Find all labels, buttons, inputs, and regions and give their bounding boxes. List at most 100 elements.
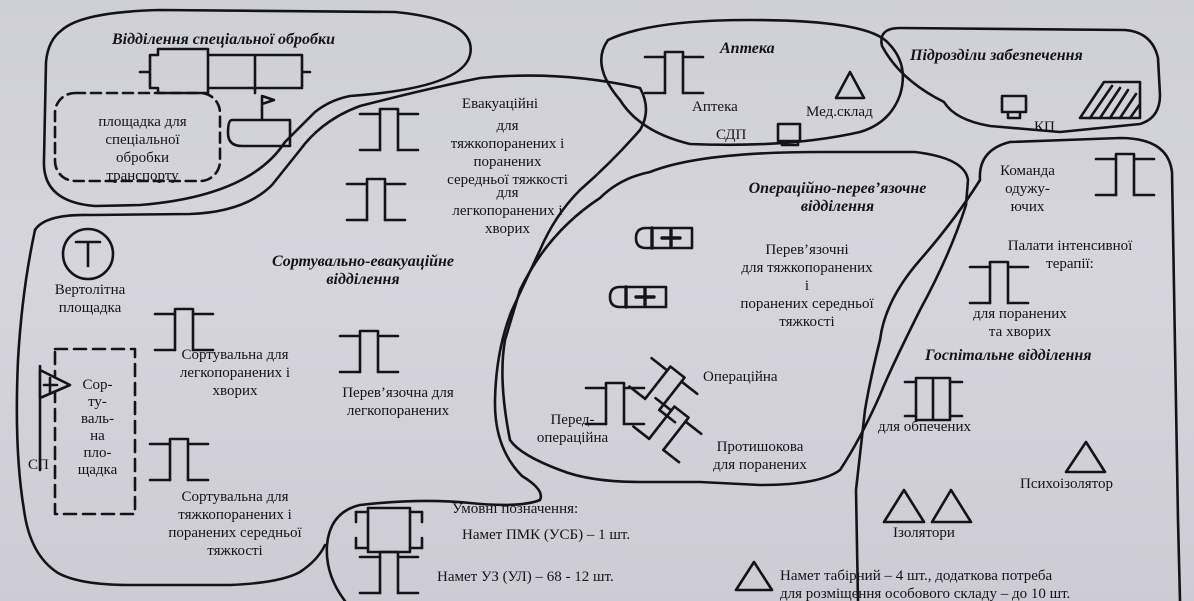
evac-light-line: легкопоранених і (452, 203, 563, 219)
zone-sorting-left-boundary (15, 228, 327, 587)
support-title: Підрозділи забезпечення (910, 47, 1083, 64)
legend-camp-triangle-icon (734, 560, 774, 592)
sorting-area-label: Сор- ту- валь- на пло- щадка (75, 377, 120, 479)
sorting-title: Сортувально-евакуаційне відділення (238, 253, 488, 289)
sort-light-line: Сортувальна для (181, 347, 289, 363)
dressing-line: для тяжкопоранених (741, 260, 873, 276)
sorting-area-line: Сор- (82, 377, 113, 393)
legend-uz-tent-icon (358, 550, 420, 595)
area-line: площадка для (98, 114, 187, 130)
special-treatment-tent-double (138, 47, 312, 95)
hospital-title: Госпітальне відділення (925, 347, 1092, 364)
evac-light-label: для легкопоранених і хворих (425, 184, 590, 238)
sort-light-line: хворих (212, 383, 258, 399)
evac-title: Евакуаційні (461, 96, 539, 112)
helipad-t-mark (74, 240, 102, 268)
psych-label: Психоізолятор (1020, 476, 1113, 492)
pharmacy-tent-icon (643, 50, 705, 95)
helipad-icon (61, 227, 115, 281)
sort-light-label: Сортувальна для легкопоранених і хворих (160, 346, 310, 400)
team-label: Команда одужу- ючих (985, 162, 1070, 216)
evac-heavy-line: поранених (473, 154, 542, 170)
kp-label: КП (1034, 119, 1055, 135)
helipad-line: площадка (58, 300, 122, 316)
area-line: спеціальної (105, 132, 180, 148)
dressing-light-line: Перев’язочна для (342, 385, 454, 401)
area-line: обробки (115, 150, 170, 166)
evac-heavy-line: тяжкопоранених і (450, 136, 565, 152)
medstore-triangle-icon (834, 70, 866, 100)
sort-light-line: легкопоранених і (179, 365, 291, 381)
antishock-label: Протишокова для поранених (690, 438, 830, 474)
burns-label: для обпечених (878, 419, 971, 435)
sorting-area-line: щадка (77, 462, 118, 478)
helipad-line: Вертолітна (54, 282, 126, 298)
preop-line: Перед- (550, 412, 595, 428)
legend-item-camp-2: для розміщення особового складу – до 10 … (780, 586, 1071, 601)
surgery-label: Операційна (703, 369, 778, 385)
legend-item-uz: Намет УЗ (УЛ) – 68 - 12 шт. (437, 569, 614, 585)
isolators-label: Ізолятори (893, 525, 955, 541)
kp-vehicle-icon (1000, 94, 1028, 120)
preop-line: операційна (536, 430, 609, 446)
sp-label: СП (28, 457, 49, 473)
icu-line: терапії: (1046, 256, 1094, 272)
dressing-light-tent-icon (338, 329, 400, 374)
sdp-vehicle-icon (776, 122, 802, 147)
sdp-label: СДП (716, 127, 747, 143)
evac-heavy-line: для (496, 118, 519, 134)
sorting-area-line: пло- (83, 445, 112, 461)
evac-heavy-line: середньої тяжкості (447, 172, 568, 188)
operating-title: Операційно-перев’язочне відділення (700, 180, 975, 216)
zone-support-outline (880, 26, 1162, 134)
dressing-light-label: Перев’язочна для легкопоранених (318, 384, 478, 420)
team-tent-icon (1094, 152, 1156, 197)
operating-title-line: відділення (800, 198, 875, 215)
sort-heavy-line: поранених середньої (168, 525, 302, 541)
icu-label: Палати інтенсивної терапії: (985, 237, 1155, 273)
sorting-title-line: Сортувально-евакуаційне (271, 253, 455, 270)
helipad-label: Вертолітна площадка (40, 281, 140, 317)
icu-for-line: для поранених (973, 306, 1067, 322)
burns-tent-icon (903, 376, 964, 422)
evac-heavy-label: для тяжкопоранених і поранених середньої… (425, 117, 590, 189)
icu-line: Палати інтенсивної (1007, 238, 1133, 254)
sorting-area-line: валь- (81, 411, 114, 427)
preop-label: Перед- операційна (510, 411, 635, 447)
special-treatment-area-label: площадка для спеціальної обробки транспо… (80, 113, 205, 185)
evac-light-line: хворих (484, 221, 530, 237)
legend-item-camp: Намет табірний – 4 шт., додаткова потреб… (780, 568, 1053, 584)
icu-for-line: та хворих (988, 324, 1052, 340)
isolator-triangle-1 (882, 488, 926, 524)
special-treatment-area-dashed (53, 91, 222, 183)
evac-light-tent-icon (345, 177, 407, 222)
area-line: транспорту (106, 168, 179, 184)
ambulance-icon-1 (634, 226, 694, 250)
antishock-line: Протишокова (716, 439, 804, 455)
sorting-title-line: відділення (326, 271, 400, 288)
icu-for-label: для поранених та хворих (955, 305, 1085, 341)
pharmacy-label: Аптека (692, 99, 738, 115)
team-line: Команда (1000, 163, 1055, 179)
operating-title-line: Операційно-перев’язочне (748, 180, 927, 197)
isolator-triangle-2 (930, 488, 973, 524)
zone-hospital-left-boundary (854, 140, 1012, 601)
special-treatment-title: Відділення спеціальної обробки (112, 31, 336, 48)
sorting-area-line: ту- (88, 394, 107, 410)
antishock-line: для поранених (713, 457, 807, 473)
sorting-area-line: на (90, 428, 105, 444)
sort-heavy-tent-icon (148, 437, 210, 482)
ambulance-icon-2 (608, 285, 668, 309)
team-line: одужу- (1005, 181, 1050, 197)
sort-heavy-line: тяжкопоранених і (178, 507, 292, 523)
pharmacy-title: Аптека (720, 40, 775, 57)
evac-heavy-tent-icon (358, 107, 420, 152)
dressing-line: тяжкості (779, 314, 835, 330)
sort-heavy-line: Сортувальна для (181, 489, 289, 505)
team-line: ючих (1010, 199, 1045, 215)
sorting-area-dashed (53, 347, 137, 516)
dressing-light-line: легкопоранених (346, 403, 450, 419)
evac-light-line: для (496, 185, 519, 201)
